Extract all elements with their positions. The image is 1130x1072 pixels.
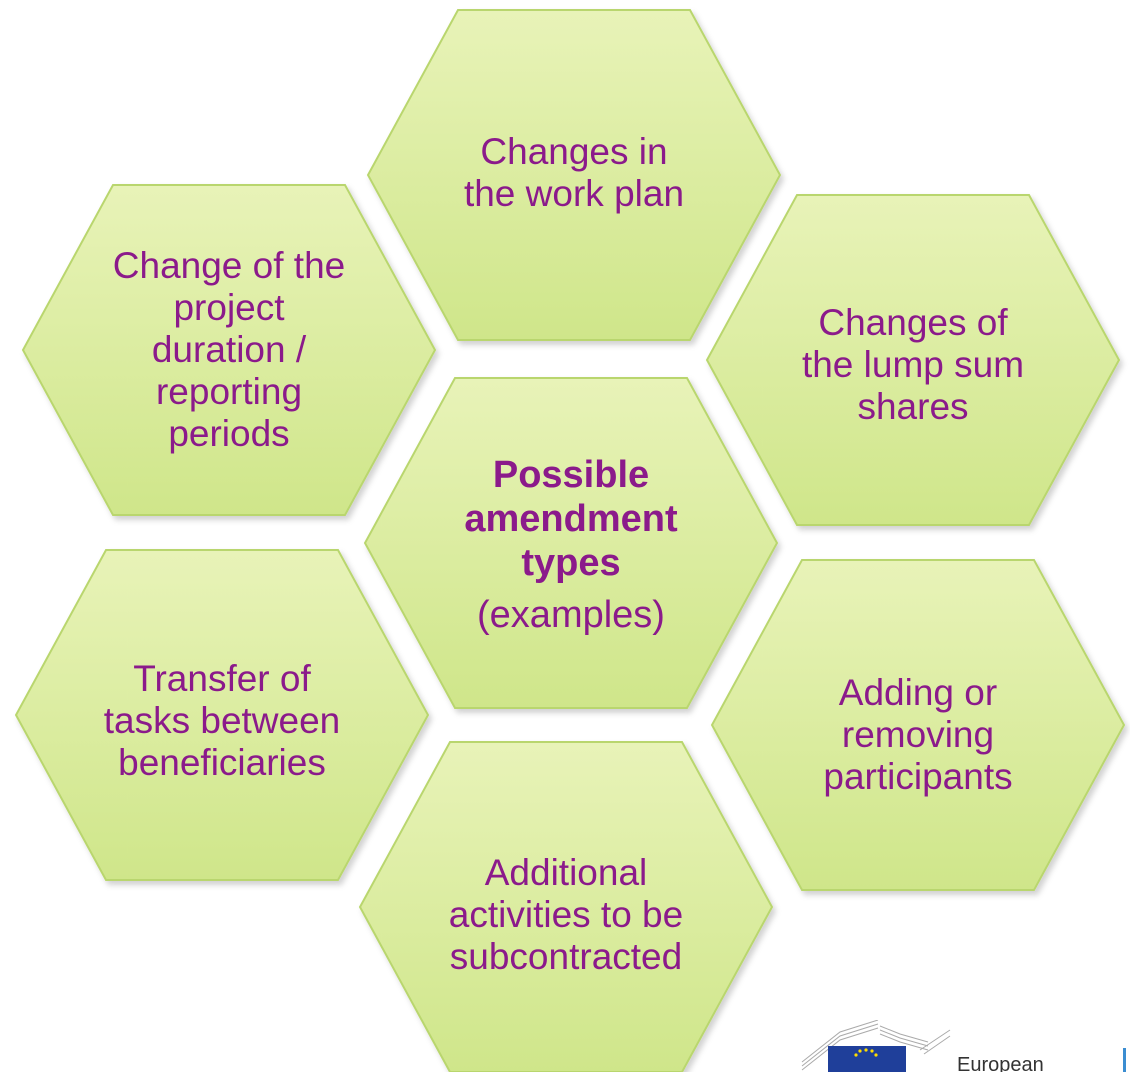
hex-line: the work plan [463,173,685,214]
hex-line: periods [168,413,290,454]
european-commission-logo: European [800,1020,1130,1072]
hex-line: Changes of [818,302,1008,343]
hex-line: the lump sum [801,344,1025,385]
hex-line: removing [841,714,995,755]
hexagon-center [363,377,779,709]
hexagon-label-project-duration: Change of the project duration / reporti… [69,230,389,470]
hexagon-label-lump-sum: Changes of the lump sum shares [753,290,1073,440]
hex-line: Adding or [838,672,998,713]
hex-line: activities to be [448,894,684,935]
hexagon-participants [710,559,1126,891]
hexagon-label-transfer-tasks: Transfer of tasks between beneficiaries [62,646,382,796]
center-title-line: Possible [492,454,650,496]
center-title-line: amendment [464,498,678,540]
hexagon-label-center: Possible amendment types (examples) [411,430,731,660]
hex-line: participants [823,756,1013,797]
hexagon-label-subcontracted: Additional activities to be subcontracte… [406,840,726,990]
ec-building-icon [801,1020,1126,1072]
hexagon-label-work-plan: Changes in the work plan [414,118,734,228]
hex-line: reporting [155,371,303,412]
hex-line: Transfer of [133,658,311,699]
hex-line: Changes in [480,131,668,172]
hex-line: project [173,287,285,328]
hex-line: duration / [151,329,307,370]
hexagon-project-duration [21,184,437,516]
hexagon-transfer-tasks [14,549,430,881]
hex-line: tasks between [103,700,341,741]
center-title-line: types [521,542,621,584]
hex-line: subcontracted [449,936,683,977]
hexagon-subcontracted [358,741,774,1072]
hexagon-label-participants: Adding or removing participants [758,660,1078,810]
hex-line: Change of the [112,245,346,286]
hexagon-work-plan [366,9,782,341]
logo-word: European [957,1054,1044,1072]
hex-line: Additional [484,852,648,893]
hex-line: beneficiaries [118,742,326,783]
hexagon-lump-sum [705,194,1121,526]
hex-line: shares [857,386,969,427]
center-subtitle: (examples) [477,594,665,636]
